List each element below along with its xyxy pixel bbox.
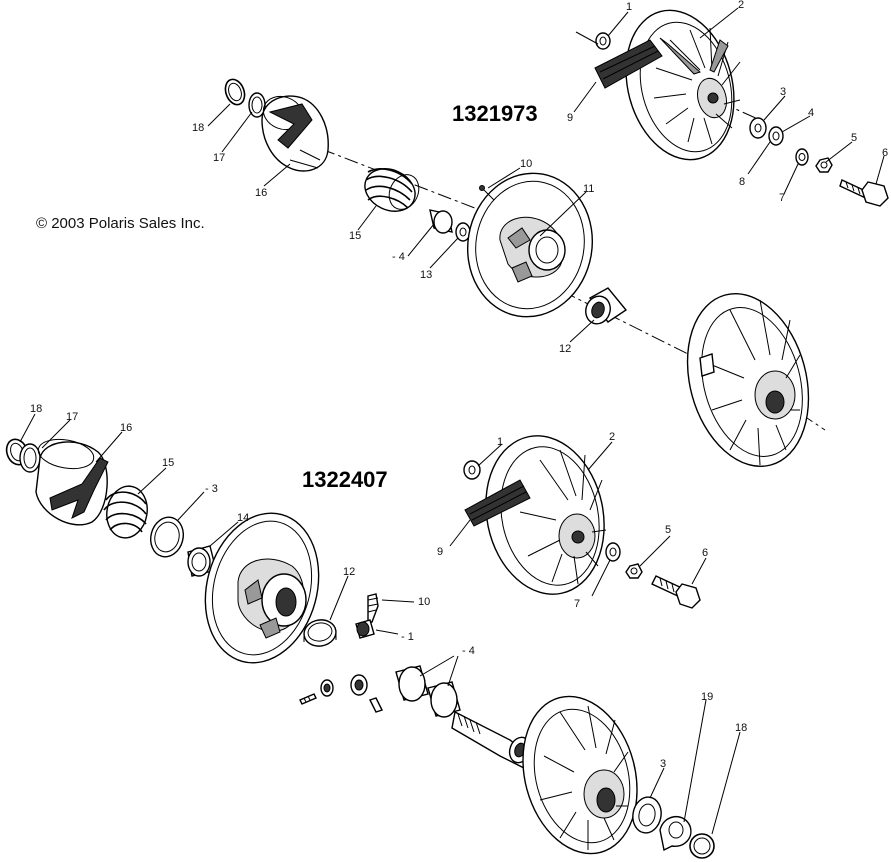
top-bearing-12	[585, 287, 628, 325]
top-washer-3	[749, 117, 767, 139]
bottom-washer-3	[150, 516, 184, 558]
callout-bottom-7: 7	[574, 598, 580, 610]
callout-bottom-16: 16	[120, 422, 132, 434]
callout-bottom-9: 9	[437, 546, 443, 558]
callout-top-7: 7	[779, 192, 785, 204]
bottom-stationary-sheave	[522, 695, 638, 855]
bottom-ring-17	[19, 443, 41, 473]
callout-top-11: 11	[583, 183, 594, 195]
callout-top-15: 15	[349, 230, 361, 242]
top-nut-5	[815, 157, 833, 173]
callout-bottom-12: 12	[343, 566, 355, 578]
callout-bottom-17: 17	[66, 411, 78, 423]
top-spider-16	[261, 95, 329, 172]
callout-top-17: 17	[213, 152, 225, 164]
bottom-washer-7	[605, 542, 621, 562]
callout-bottom-2: 2	[609, 431, 615, 443]
callout-top-10: 10	[520, 158, 532, 170]
callout-top-4: 4	[808, 107, 814, 119]
callout-bottom-18b: 18	[735, 722, 747, 734]
bottom-spider-16	[35, 438, 109, 526]
callout-bottom-10: 10	[418, 596, 430, 608]
callout-bottom-15: 15	[162, 457, 174, 469]
assembly-number-bottom: 1322407	[302, 467, 388, 492]
bottom-screw-10	[367, 593, 379, 623]
callout-bottom-6: 6	[702, 547, 708, 559]
callout-top-1: 1	[626, 1, 632, 13]
top-washer-7	[795, 148, 809, 166]
bottom-moveable-sheave	[204, 512, 320, 664]
assembly-number-top: 1321973	[452, 101, 538, 126]
bottom-moveable-sheave-upper	[485, 435, 607, 595]
top-screw-10	[479, 185, 495, 201]
bottom-roller-11	[355, 619, 375, 639]
callout-top-3: 3	[780, 86, 786, 98]
callout-top-14: - 4	[392, 251, 405, 263]
top-stationary-sheave	[466, 172, 594, 318]
callout-bottom-11: - 1	[401, 631, 414, 643]
callout-top-5: 5	[851, 132, 857, 144]
top-moveable-sheave	[625, 9, 741, 161]
bottom-small-pin	[320, 679, 334, 697]
bottom-small-bolt	[369, 697, 383, 713]
callout-top-6: 6	[882, 147, 888, 159]
bottom-bolt-6	[651, 575, 701, 609]
top-washer-13	[455, 222, 471, 242]
copyright-notice: © 2003 Polaris Sales Inc.	[36, 215, 205, 232]
callout-top-16: 16	[255, 187, 267, 199]
callout-bottom-3a: - 3	[205, 483, 218, 495]
top-button-strip	[594, 39, 663, 89]
callout-bottom-14: 14	[237, 512, 249, 524]
top-retaining-ring-18	[224, 78, 246, 106]
callout-top-12: 12	[559, 343, 571, 355]
top-washer-1	[595, 32, 611, 50]
top-bolt-6	[839, 179, 889, 207]
callout-bottom-5: 5	[665, 524, 671, 536]
top-stationary-sheave-shaft	[686, 292, 810, 468]
top-washer-4	[768, 126, 784, 146]
leader-lines	[19, 7, 885, 835]
callout-top-8: 8	[739, 176, 745, 188]
callout-bottom-3b: 3	[660, 758, 666, 770]
bottom-button-strip	[464, 479, 531, 527]
top-spring-15	[364, 168, 420, 212]
bottom-spring-15	[103, 485, 148, 539]
top-bushing-14	[429, 209, 453, 234]
callout-top-13: 13	[420, 269, 432, 281]
callout-bottom-1: 1	[497, 436, 503, 448]
callout-top-9: 9	[567, 112, 573, 124]
callout-top-2: 2	[738, 0, 744, 11]
bottom-plate-19	[659, 816, 692, 852]
bottom-small-screw	[299, 693, 317, 705]
callout-bottom-18a: 18	[30, 403, 42, 415]
callout-bottom-19: 19	[701, 691, 713, 703]
bottom-small-roller	[350, 674, 368, 696]
bottom-retaining-ring-18-lower	[689, 833, 715, 859]
bottom-bushing-4a	[395, 665, 429, 702]
bottom-shaft	[451, 710, 532, 769]
bottom-washer-1	[463, 460, 481, 480]
callout-top-18: 18	[192, 122, 204, 134]
bottom-bushing-14	[187, 545, 217, 577]
bottom-bushing-4b	[427, 681, 461, 718]
bottom-nut-5	[625, 563, 643, 579]
callout-bottom-4: - 4	[462, 645, 475, 657]
bottom-bearing-12	[303, 619, 337, 647]
